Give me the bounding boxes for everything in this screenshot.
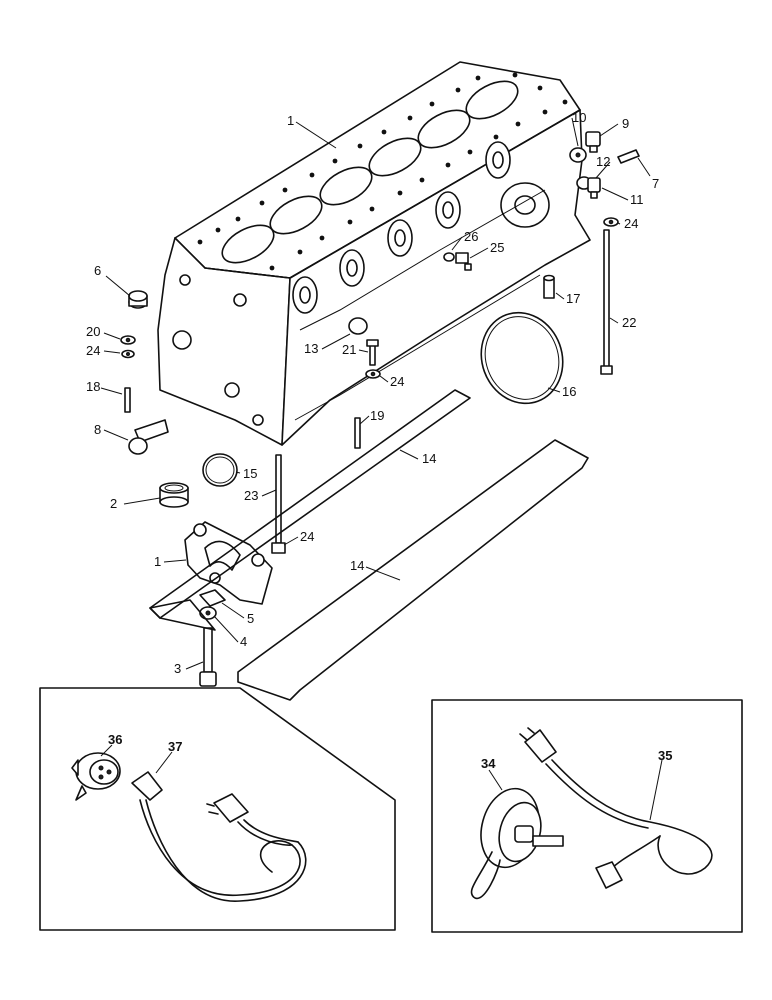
callout-14-upper: 14 (422, 451, 436, 466)
part-20-nut (120, 335, 136, 345)
part-17-dowel (543, 274, 555, 299)
part-5-lock-plate (199, 589, 226, 607)
part-24-washer-mid (365, 369, 381, 379)
part-25-plug (455, 252, 472, 271)
part-24-washer-left (121, 349, 135, 359)
callout-24-low: 24 (300, 529, 314, 544)
part-26-washer (443, 252, 455, 262)
callout-8: 8 (94, 422, 101, 437)
leader-lines (100, 117, 651, 670)
callout-2: 2 (110, 496, 117, 511)
callout-1-cap: 1 (154, 554, 161, 569)
callout-5: 5 (247, 611, 254, 626)
part-2-bush (159, 482, 189, 508)
part-34-heater-element (470, 769, 564, 899)
part-3-bolt (199, 627, 217, 687)
part-11-plug (587, 177, 601, 199)
callout-1-block: 1 (287, 113, 294, 128)
part-23-stud (275, 454, 282, 544)
callout-36: 36 (108, 732, 122, 747)
inset-right-block-heater: 34 35 (431, 699, 743, 933)
callout-18: 18 (86, 379, 100, 394)
part-22-long-stud (600, 229, 613, 375)
callout-3: 3 (174, 661, 181, 676)
callout-13: 13 (304, 341, 318, 356)
part-10-washer (569, 147, 587, 163)
part-21-screw (366, 339, 379, 366)
part-37-power-cord (131, 751, 307, 902)
part-15-o-ring (202, 453, 238, 487)
part-16-rear-seal (480, 311, 564, 405)
part-14-sump-gasket-lower (237, 439, 589, 701)
callout-labels: 1 6 20 24 18 8 13 21 24 19 15 14 23 24 2… (86, 110, 659, 676)
callout-4: 4 (240, 634, 247, 649)
part-4-washer (199, 606, 217, 620)
callout-17: 17 (566, 291, 580, 306)
callout-34: 34 (481, 756, 496, 771)
callout-22: 22 (622, 315, 636, 330)
callout-20: 20 (86, 324, 100, 339)
callout-21: 21 (342, 342, 356, 357)
part-6-plug (128, 290, 148, 309)
part-8-bolt (128, 419, 169, 455)
part-7-pin (617, 149, 640, 164)
callout-16: 16 (562, 384, 576, 399)
callout-35: 35 (658, 748, 672, 763)
part-14-sump-gasket-upper (149, 389, 471, 631)
callout-11: 11 (630, 192, 644, 207)
callout-7: 7 (652, 176, 659, 191)
inset-left-block-heater: 36 37 (39, 687, 396, 931)
callout-6: 6 (94, 263, 101, 278)
part-35-power-cord (519, 727, 713, 889)
part-24-nut-low (271, 542, 286, 554)
callout-19: 19 (370, 408, 384, 423)
callout-24-right: 24 (624, 216, 638, 231)
callout-37: 37 (168, 739, 182, 754)
part-18-stud (124, 387, 131, 413)
cylinder-block (157, 61, 591, 446)
callout-24-mid: 24 (390, 374, 404, 389)
callout-9: 9 (622, 116, 629, 131)
callout-25: 25 (490, 240, 504, 255)
callout-26: 26 (464, 229, 478, 244)
callout-12: 12 (596, 154, 610, 169)
callout-23: 23 (244, 488, 258, 503)
callout-14-lower: 14 (350, 558, 364, 573)
callout-15: 15 (243, 466, 257, 481)
part-36-heater-element (71, 744, 121, 801)
part-9-plug (585, 131, 601, 153)
callout-24-left: 24 (86, 343, 100, 358)
part-24-washer-right (603, 217, 619, 227)
callout-10: 10 (572, 110, 586, 125)
part-19-stud (354, 417, 361, 449)
